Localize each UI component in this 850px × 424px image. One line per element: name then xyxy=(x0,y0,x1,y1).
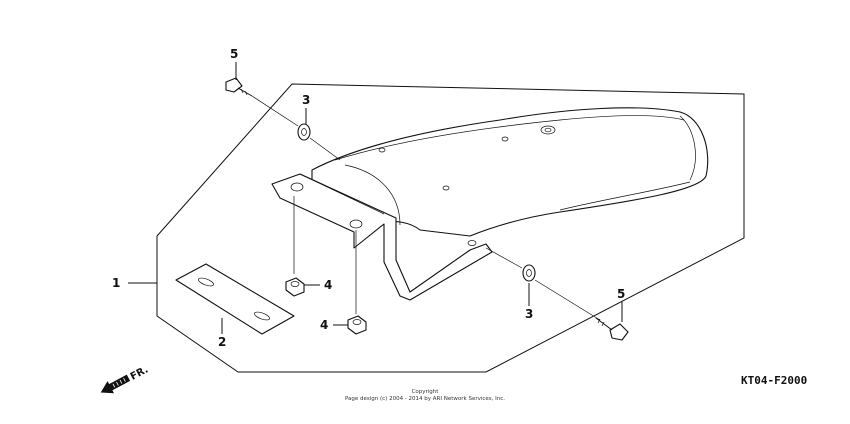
nut-left[interactable] xyxy=(285,277,305,297)
callout-leaders xyxy=(128,62,623,334)
assembly-lines xyxy=(251,95,601,321)
nut-right[interactable] xyxy=(347,315,367,335)
copyright-line1: Copyright xyxy=(412,389,440,395)
bolt-lower[interactable] xyxy=(595,317,629,341)
grommet-upper[interactable] xyxy=(297,123,311,141)
callout-1: 1 xyxy=(112,276,120,290)
callout-4-right: 4 xyxy=(320,318,328,332)
callout-4-left: 4 xyxy=(324,278,332,292)
callout-3-upper: 3 xyxy=(302,93,310,107)
direction-label: FR. xyxy=(129,364,151,382)
callout-2: 2 xyxy=(218,335,226,349)
callout-5-upper: 5 xyxy=(230,47,238,61)
rear-fender[interactable] xyxy=(271,107,709,301)
front-direction-arrow: FR. xyxy=(100,364,151,394)
callout-3-lower: 3 xyxy=(525,307,533,321)
bolt-upper[interactable] xyxy=(225,77,253,97)
grommet-lower[interactable] xyxy=(522,264,536,282)
plate[interactable] xyxy=(175,263,295,335)
callout-5-lower: 5 xyxy=(617,287,625,301)
copyright-line2: Page design (c) 2004 - 2014 by ARI Netwo… xyxy=(345,396,505,402)
assembly-boundary xyxy=(156,83,745,373)
diagram-code: KT04-F2000 xyxy=(741,374,807,387)
